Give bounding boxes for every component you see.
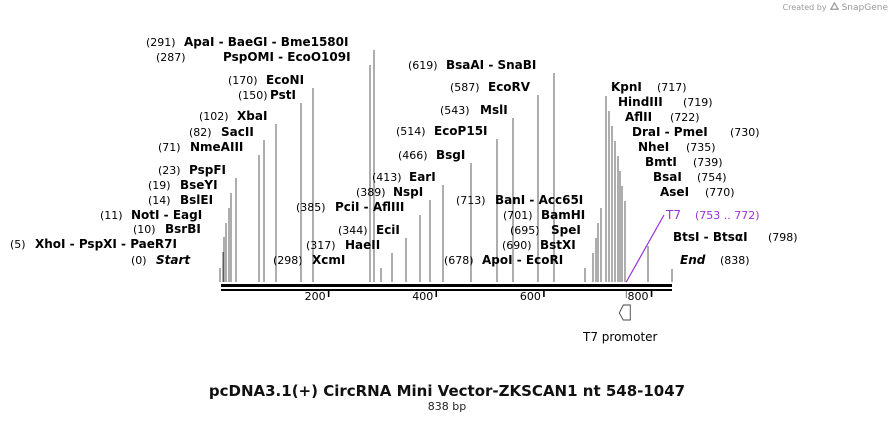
site-position-label: (389) [356, 186, 386, 199]
site-position-label: (587) [450, 81, 480, 94]
site-position-label: (543) [440, 104, 470, 117]
site-name-label[interactable]: BanI - Acc65I [495, 193, 583, 207]
map-title: pcDNA3.1(+) CircRNA Mini Vector-ZKSCAN1 … [208, 382, 686, 400]
site-position-label: (722) [670, 111, 700, 124]
site-position-label: (19) [148, 179, 171, 192]
site-position-label: (0) [131, 254, 147, 267]
site-name-label[interactable]: BsgI [436, 148, 465, 162]
credit-brand: SnapGene [841, 2, 888, 13]
site-name-label[interactable]: HaeII [345, 238, 380, 252]
site-position-label: (82) [189, 126, 212, 139]
site-name-label[interactable]: EarI [409, 170, 436, 184]
site-position-label: (5) [10, 238, 26, 251]
credit-prefix: Created by [782, 3, 827, 12]
site-position-label: (413) [372, 171, 402, 184]
site-name-label[interactable]: BseYI [180, 178, 218, 192]
site-position-label: (466) [398, 149, 428, 162]
site-name-label[interactable]: XbaI [237, 109, 267, 123]
site-position-label: (701) [503, 209, 533, 222]
site-name-label[interactable]: XhoI - PspXI - PaeR7I [35, 237, 177, 251]
axis-tick-label: 200 [305, 290, 326, 303]
site-name-label[interactable]: EciI [376, 223, 400, 237]
site-position-label: (719) [683, 96, 713, 109]
site-position-label: (102) [199, 110, 229, 123]
site-position-label: (838) [720, 254, 750, 267]
site-name-label[interactable]: NheI [638, 140, 669, 154]
site-name-label[interactable]: ApoI - EcoRI [482, 253, 563, 267]
map-length: 838 bp [427, 400, 467, 413]
site-name-label[interactable]: ApaI - BaeGI - Bme1580I [184, 35, 348, 49]
site-position-label: (298) [273, 254, 303, 267]
site-name-label[interactable]: Start [156, 253, 191, 267]
site-name-label[interactable]: AflII [625, 110, 652, 124]
site-position-label: (150) [238, 89, 268, 102]
site-position-label: (735) [686, 141, 716, 154]
site-name-label[interactable]: End [680, 253, 706, 267]
site-position-label: (170) [228, 74, 258, 87]
site-position-label: (717) [657, 81, 687, 94]
site-position-label: (753 .. 772) [695, 209, 760, 222]
site-position-label: (678) [444, 254, 474, 267]
t7-promoter-arrow-icon[interactable] [618, 304, 631, 321]
site-position-label: (317) [306, 239, 336, 252]
site-position-label: (10) [133, 223, 156, 236]
site-position-label: (291) [146, 36, 176, 49]
site-name-label[interactable]: NspI [393, 185, 423, 199]
site-name-label[interactable]: NmeAIII [190, 140, 243, 154]
site-name-label[interactable]: EcoRV [488, 80, 531, 94]
site-name-label[interactable]: PciI - AflIII [335, 200, 404, 214]
site-name-label[interactable]: EcoNI [266, 73, 304, 87]
site-name-label[interactable]: BstXI [540, 238, 576, 252]
snapgene-logo-icon [829, 1, 839, 13]
site-name-label[interactable]: SpeI [551, 223, 581, 237]
axis-tick-label: 600 [520, 290, 541, 303]
site-name-label[interactable]: EcoP15I [434, 124, 488, 138]
site-position-label: (770) [705, 186, 735, 199]
site-name-label[interactable]: BsaI [653, 170, 682, 184]
site-name-label[interactable]: XcmI [312, 253, 345, 267]
site-name-label[interactable]: PspOMI - EcoO109I [223, 50, 351, 64]
site-position-label: (754) [697, 171, 727, 184]
site-name-label[interactable]: PspFI [189, 163, 226, 177]
axis-tick-label: 800 [628, 290, 649, 303]
site-name-label[interactable]: NotI - EagI [131, 208, 202, 222]
t7-promoter-label[interactable]: T7 promoter [582, 330, 658, 344]
site-position-label: (798) [768, 231, 798, 244]
site-position-label: (344) [338, 224, 368, 237]
site-name-label[interactable]: BsaAI - SnaBI [446, 58, 536, 72]
site-name-label[interactable]: DraI - PmeI [632, 125, 708, 139]
site-position-label: (514) [396, 125, 426, 138]
feature-label[interactable]: T7 [665, 208, 681, 222]
credit-watermark: Created by SnapGene [782, 1, 888, 13]
site-connector [625, 214, 665, 283]
site-name-label[interactable]: SacII [221, 125, 254, 139]
backbone-bottom [221, 289, 672, 291]
site-position-label: (690) [502, 239, 532, 252]
site-position-label: (739) [693, 156, 723, 169]
site-position-label: (11) [100, 209, 123, 222]
site-position-label: (713) [456, 194, 486, 207]
site-name-label[interactable]: BslEI [180, 193, 213, 207]
site-name-label[interactable]: BtsI - BtsαI [673, 230, 748, 244]
site-name-label[interactable]: BmtI [645, 155, 677, 169]
sequence-map[interactable]: (291) ApaI - BaeGI - Bme1580I (287) PspOMI … [0, 0, 894, 380]
site-name-label[interactable]: BamHI [541, 208, 585, 222]
site-name-label[interactable]: MslI [480, 103, 508, 117]
site-position-label: (730) [730, 126, 760, 139]
site-position-label: (287) [156, 51, 186, 64]
site-position-label: (23) [158, 164, 181, 177]
backbone-top [221, 284, 672, 287]
site-position-label: (385) [296, 201, 326, 214]
site-name-label[interactable]: AseI [660, 185, 689, 199]
site-position-label: (71) [158, 141, 181, 154]
axis-tick-label: 400 [412, 290, 433, 303]
site-name-label[interactable]: BsrBI [165, 222, 201, 236]
site-name-label[interactable]: KpnI [611, 80, 642, 94]
site-name-label[interactable]: PstI [270, 88, 296, 102]
site-name-label[interactable]: HindIII [618, 95, 663, 109]
site-position-label: (14) [148, 194, 171, 207]
site-position-label: (695) [510, 224, 540, 237]
site-position-label: (619) [408, 59, 438, 72]
